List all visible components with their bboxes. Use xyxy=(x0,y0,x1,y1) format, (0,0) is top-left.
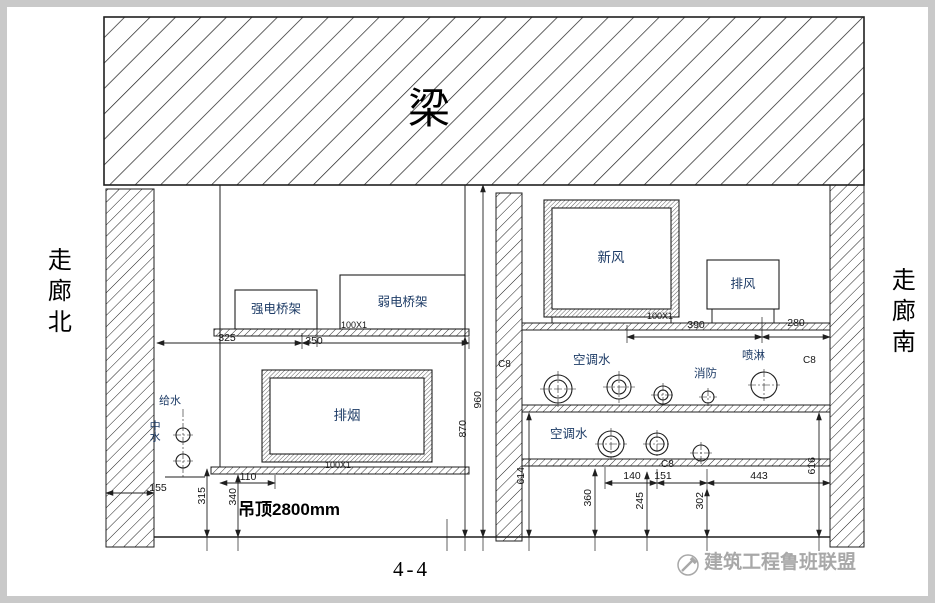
corridor-north-label: 走廊北 xyxy=(43,247,70,340)
extension-lines xyxy=(206,317,820,551)
dimension-lines xyxy=(105,184,831,538)
dim-140: 140 xyxy=(623,470,641,482)
right-wall xyxy=(829,184,865,548)
dim-fresh-size: 100X1 xyxy=(647,311,674,321)
dim-616: 616 xyxy=(806,457,819,475)
dim-390: 390 xyxy=(687,319,705,331)
weak-electric-tray xyxy=(339,274,466,330)
section-drawing xyxy=(103,16,865,576)
water-supply-label: 给水 xyxy=(159,395,181,407)
reclaimed-water-label: 中水 xyxy=(148,420,161,442)
dim-302: 302 xyxy=(694,492,707,510)
pipe-centerlines xyxy=(173,369,780,479)
strong-electric-tray-label: 强电桥架 xyxy=(250,302,301,316)
smoke-exhaust-duct-inner xyxy=(269,377,425,455)
watermark-text: 建筑工程鲁班联盟 xyxy=(704,552,857,573)
dim-151: 151 xyxy=(654,470,672,482)
ac-water-lower-label: 空调水 xyxy=(550,427,588,441)
dim-960: 960 xyxy=(472,391,485,409)
beam-label: 梁 xyxy=(407,87,450,133)
section-title: 4-4 xyxy=(393,557,430,581)
sprinkler-label: 喷淋 xyxy=(742,350,765,362)
ac-water-upper-label: 空调水 xyxy=(573,353,611,367)
dim-360: 360 xyxy=(582,489,595,507)
dim-c8-right: C8 xyxy=(803,355,816,366)
fresh-air-duct-inner xyxy=(551,207,672,310)
strong-electric-tray xyxy=(234,289,318,330)
middle-wall-strip xyxy=(495,192,523,542)
dim-443: 443 xyxy=(750,470,768,482)
fresh-air-label: 新风 xyxy=(597,250,625,265)
dim-325: 325 xyxy=(218,332,236,344)
dim-110: 110 xyxy=(239,471,257,483)
dim-smoke-size: 100X1 xyxy=(325,460,352,470)
dim-280: 280 xyxy=(787,317,805,329)
fire-label: 消防 xyxy=(694,368,717,380)
smoke-exhaust-label: 排烟 xyxy=(333,408,361,423)
weak-electric-tray-label: 弱电桥架 xyxy=(377,295,428,309)
dim-870: 870 xyxy=(457,420,470,438)
dim-c8-bottom: C8 xyxy=(661,459,674,470)
dim-155: 155 xyxy=(149,482,167,494)
dim-c8-left: C8 xyxy=(498,359,511,370)
dim-tray-size: 100X1 xyxy=(341,320,368,330)
dim-315: 315 xyxy=(196,487,209,505)
support-shelves xyxy=(210,322,831,475)
left-wall xyxy=(105,188,155,548)
ceiling-label: 吊顶2800mm xyxy=(238,500,341,519)
corridor-south-label: 走廊南 xyxy=(887,267,914,360)
dim-614: 614 xyxy=(515,467,528,485)
luban-logo-icon xyxy=(677,554,699,576)
exhaust-air-duct xyxy=(706,259,780,310)
dim-245: 245 xyxy=(634,492,647,510)
dim-350: 350 xyxy=(305,335,323,347)
top-beam xyxy=(103,16,865,186)
exhaust-air-label: 排风 xyxy=(730,277,756,291)
